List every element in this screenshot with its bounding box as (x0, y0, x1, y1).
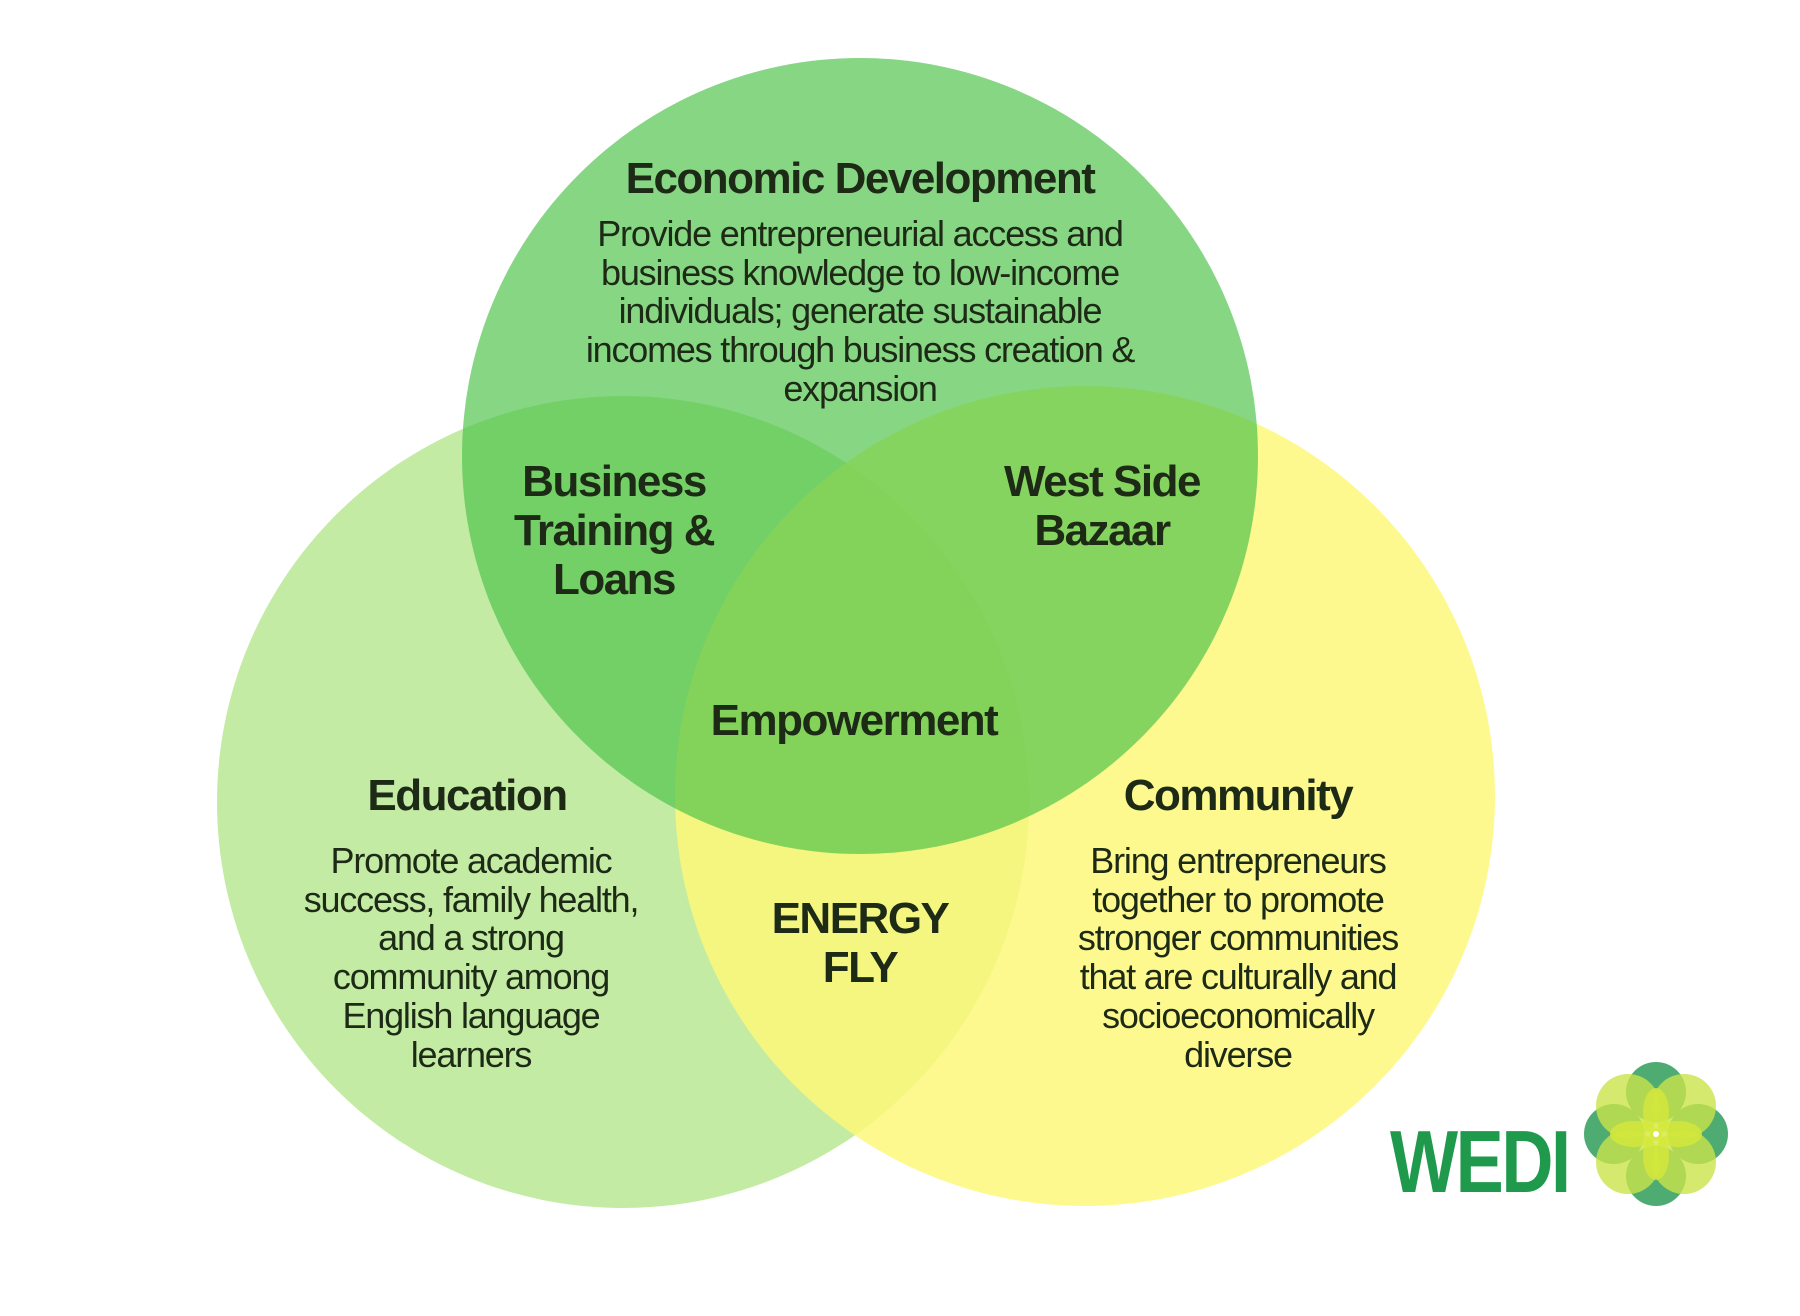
label-line: Loans (552, 555, 677, 604)
description-line: together to promote (1092, 878, 1385, 920)
description-line: learners (410, 1033, 533, 1075)
label-line: Training & (513, 506, 716, 555)
description-line: expansion (783, 367, 938, 409)
description-line: that are culturally and (1079, 956, 1398, 998)
description-line: Bring entrepreneurs (1090, 840, 1387, 881)
label-line: Bazaar (1034, 506, 1171, 555)
description-line: incomes through business creation & (585, 329, 1136, 371)
description-line: diverse (1184, 1033, 1293, 1075)
description-line: community among (332, 956, 610, 998)
empowerment-label: Empowerment (710, 696, 999, 745)
description-line: stronger communities (1077, 917, 1399, 959)
west-side-bazaar-label: West Side Bazaar (1004, 457, 1201, 555)
education-description: Promote academic success, family health,… (303, 840, 640, 1075)
community-description: Bring entrepreneurs together to promote … (1077, 840, 1399, 1075)
label-line: ENERGY (771, 894, 950, 943)
description-line: success, family health, (303, 878, 640, 920)
label-line: Business (522, 457, 707, 506)
description-line: socioeconomically (1102, 994, 1375, 1036)
description-line: and a strong (378, 917, 565, 959)
label-line: West Side (1004, 457, 1201, 506)
description-line: Promote academic (330, 840, 613, 881)
description-line: individuals; generate sustainable (618, 290, 1103, 332)
economic-development-circle (462, 58, 1258, 854)
wedi-logo-text: WEDI (1390, 1112, 1571, 1211)
wedi-flower-logo-icon (1584, 1062, 1728, 1206)
economic-development-title: Economic Development (625, 154, 1096, 203)
description-line: English language (342, 994, 600, 1036)
label-line: FLY (822, 943, 899, 992)
education-title: Education (367, 771, 568, 820)
community-title: Community (1123, 771, 1354, 820)
economic-development-description: Provide entrepreneurial access and busin… (585, 213, 1136, 409)
energy-fly-label: ENERGY FLY (771, 894, 950, 992)
business-training-loans-label: Business Training & Loans (513, 457, 716, 604)
description-line: Provide entrepreneurial access and (597, 213, 1124, 254)
description-line: business knowledge to low-income (601, 251, 1120, 293)
